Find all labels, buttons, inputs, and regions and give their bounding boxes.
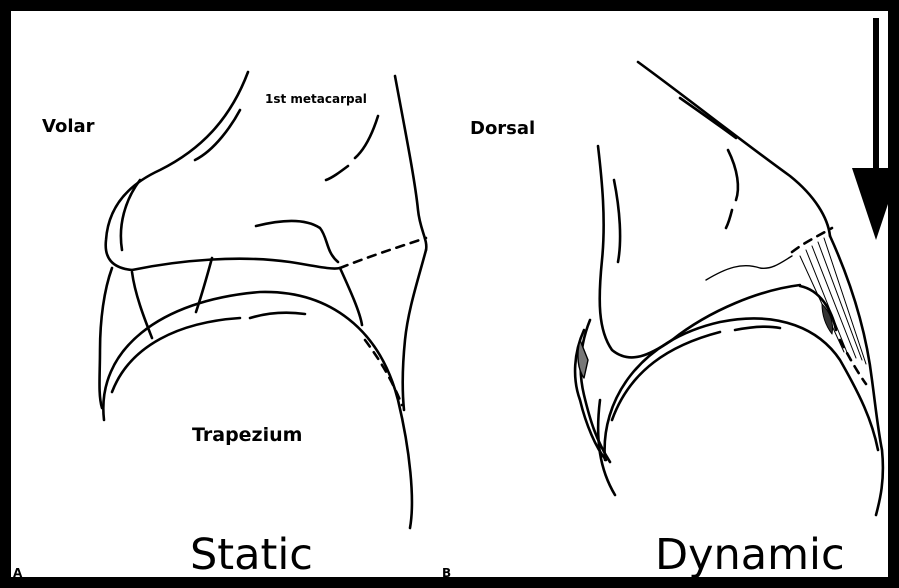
static-metacarpal-inner-dash (326, 166, 348, 180)
dynamic-metacarpal-inner-dash (726, 210, 732, 228)
static-volar-oblique (196, 258, 212, 312)
dynamic-trapezium-outline (605, 318, 878, 460)
dynamic-metacarpal-volar-inner (614, 180, 620, 262)
dynamic-dashed-line-upper (792, 228, 832, 252)
label-volar: Volar (42, 116, 95, 137)
dynamic-metacarpal-volar-edge (598, 146, 672, 357)
static-dashed-line-upper (340, 238, 426, 268)
static-metacarpal-volar-inner (195, 110, 240, 160)
static-trapezium-outline (103, 292, 412, 528)
dynamic-volar-fold-fill (578, 340, 588, 378)
label-dynamic: Dynamic (655, 530, 845, 580)
dynamic-metacarpal-dorsal-edge (638, 62, 830, 236)
dynamic-dashed-line-lower (840, 340, 866, 384)
static-metacarpal-articular (132, 259, 340, 270)
static-trapezium-dash (250, 313, 305, 318)
label-first-metacarpal: 1st metacarpal (265, 92, 367, 106)
label-panel-a: A (13, 566, 22, 580)
dynamic-metacarpal-inner-line (728, 150, 738, 200)
label-panel-b: B (442, 566, 451, 580)
label-trapezium: Trapezium (192, 424, 302, 446)
label-static: Static (190, 530, 313, 580)
force-arrow-head (852, 168, 899, 240)
static-metacarpal-dorsal-edge (395, 76, 426, 250)
dynamic-fracture-line (706, 256, 792, 280)
label-dorsal: Dorsal (470, 118, 535, 139)
dynamic-ligament-outer (830, 236, 883, 515)
static-fracture-line (256, 221, 338, 262)
static-panel-drawing (100, 72, 427, 528)
static-dorsal-capsule (403, 250, 426, 410)
static-volar-beak (132, 272, 152, 338)
dynamic-trapezium-inner-short (735, 327, 780, 330)
static-metacarpal-inner-line (355, 116, 378, 158)
dynamic-metacarpal-dorsal-inner (680, 98, 736, 138)
static-metacarpal-volar-edge (106, 72, 248, 270)
dynamic-panel-drawing (575, 62, 883, 515)
static-trapezium-inner-arc (112, 318, 240, 392)
force-arrow (852, 18, 899, 240)
